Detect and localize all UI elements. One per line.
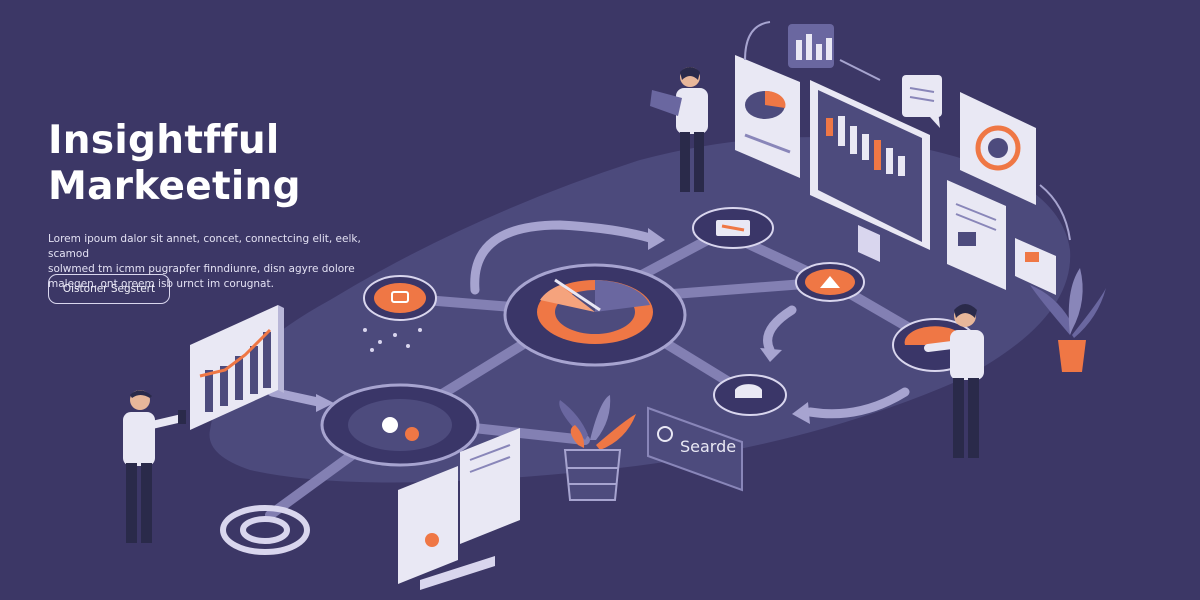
body-line-2: solwmed tm icmm pugrapfer finndiunre, di… [48,263,355,275]
node-bottom-right [713,374,787,416]
search-icon [657,426,673,442]
plant-center [559,395,636,501]
person-left [123,390,186,543]
target-card [960,92,1036,205]
flow-arrows [267,220,910,419]
node-right [795,262,865,302]
hero-text-block: Insightfful Markeeting Lorem ipoum dalor… [48,118,378,292]
headline-line-2: Markeeting [48,164,301,209]
body-line-1: Lorem ipoum dalor sit annet, concet, con… [48,233,361,260]
chat-bubble [902,75,942,128]
plant-right [1030,268,1106,372]
bar-chart-icon-top [788,24,834,68]
scatter-dots [363,328,422,352]
decor-curves [744,21,1071,241]
node-left-bottom [320,383,480,467]
monitor-bar-chart [810,80,930,262]
monitor-bottom [398,428,520,590]
headline-line-1: Insightfful [48,118,280,163]
person-right [924,304,984,458]
key-shape [220,505,310,555]
node-left-top [363,275,437,321]
node-top [692,207,774,249]
central-hub [503,263,687,367]
headline: Insightfful Markeeting [48,118,378,210]
search-chip-label: Searde [680,437,736,456]
arrow-heads [316,228,810,424]
document-card-right [947,180,1056,295]
cta-button[interactable]: Oistoner Segstert [48,274,170,304]
person-top [650,67,708,192]
body-line-3: malegen, ont oreem isb urnct im corugnat… [48,278,274,290]
search-chip: Searde [647,406,743,492]
hero-body-copy: Lorem ipoum dalor sit annet, concet, con… [48,232,368,292]
line-chart-board [190,305,284,430]
card-pie-chart [735,55,800,178]
